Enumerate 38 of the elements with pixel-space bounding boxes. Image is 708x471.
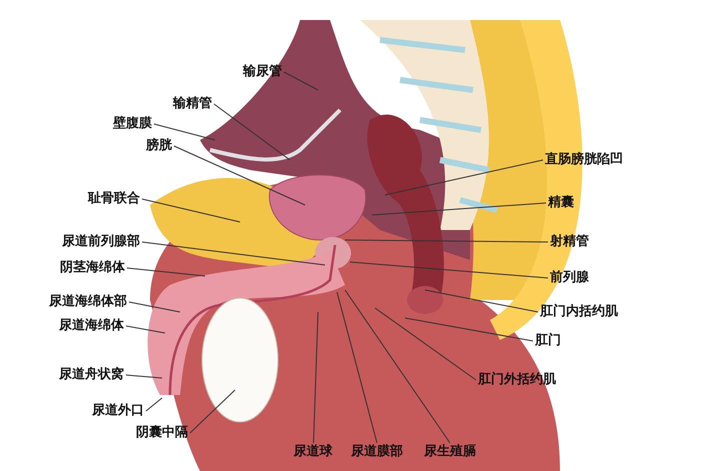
anatomy-label: 肛门 xyxy=(535,333,561,349)
anatomy-label: 肛门外括约肌 xyxy=(478,372,556,388)
anatomy-label: 尿道前列腺部 xyxy=(62,234,140,250)
anatomy-label: 输精管 xyxy=(173,96,212,112)
leader-line xyxy=(128,302,180,312)
anatomy-label: 膀胱 xyxy=(146,138,172,154)
leader-line xyxy=(126,374,162,378)
anatomy-label: 精囊 xyxy=(548,195,574,211)
anatomy-label: 壁腹膜 xyxy=(113,116,152,132)
anatomy-label: 尿生殖膈 xyxy=(424,444,476,460)
anatomy-label: 尿道舟状窝 xyxy=(59,367,124,383)
anatomy-label: 尿道海绵体 xyxy=(59,318,124,334)
leader-line xyxy=(344,290,450,444)
anatomy-label: 耻骨联合 xyxy=(88,191,140,207)
leader-line xyxy=(142,242,326,266)
anatomy-label: 阴茎海绵体 xyxy=(60,260,125,276)
anatomy-label: 尿道外口 xyxy=(92,403,144,419)
leader-line xyxy=(174,146,306,206)
leader-line xyxy=(336,292,378,444)
anatomy-label: 尿道膜部 xyxy=(351,444,403,460)
leader-line xyxy=(284,72,318,90)
anatomy-label: 尿道球 xyxy=(294,444,332,460)
leader-line xyxy=(384,160,544,196)
anatomy-label: 肛门内括约肌 xyxy=(540,304,618,320)
leader-line xyxy=(126,326,166,334)
leader-line xyxy=(214,104,290,160)
leader-line xyxy=(146,398,162,412)
leader-line xyxy=(404,318,534,342)
leader-line xyxy=(424,290,538,312)
leader-line xyxy=(344,240,548,242)
leader-line xyxy=(374,308,476,380)
leader-line xyxy=(126,268,206,276)
leader-line xyxy=(350,262,548,278)
leader-line xyxy=(313,312,318,444)
anatomy-label: 尿道海绵体部 xyxy=(49,294,127,310)
leader-line xyxy=(190,390,236,434)
leader-line xyxy=(154,124,216,140)
leader-line xyxy=(372,202,546,216)
